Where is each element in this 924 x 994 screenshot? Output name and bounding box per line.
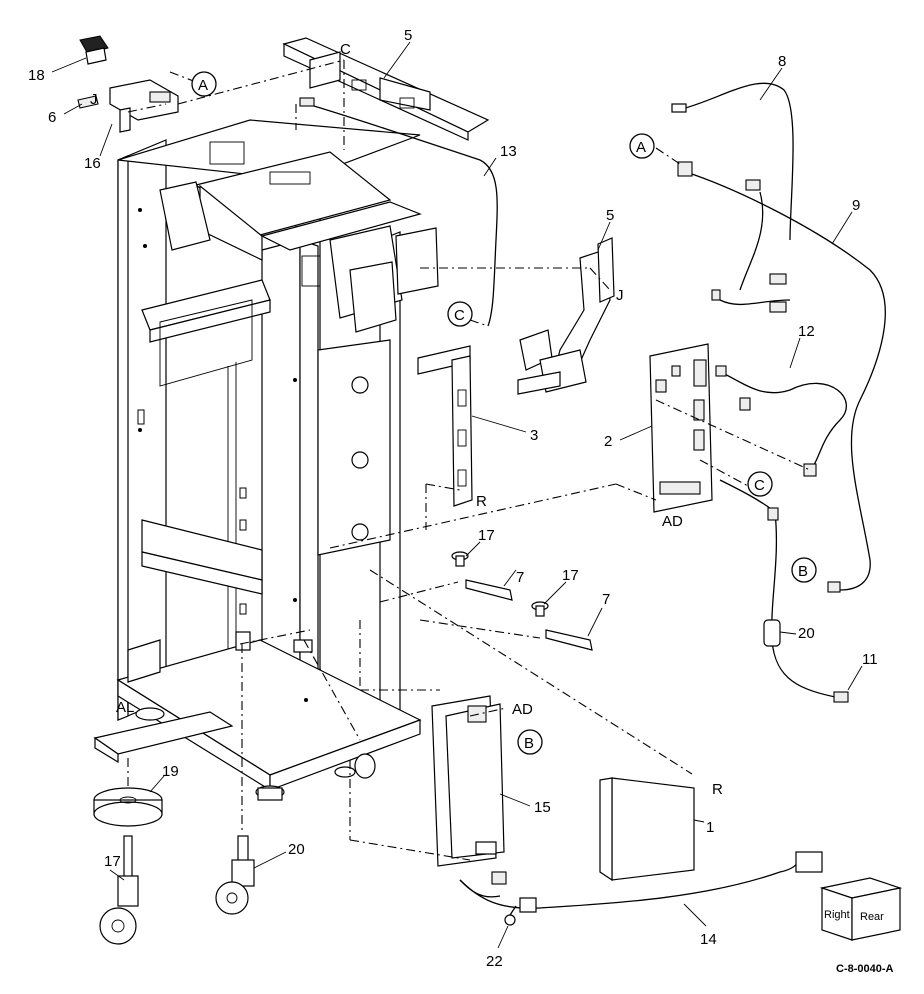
part-5-harness-guide bbox=[517, 237, 615, 395]
part-15-bracket bbox=[109, 79, 179, 133]
callout-labels: 18 6 16 5 8 13 5 9 12 3 2 17 7 17 7 20 1… bbox=[28, 27, 878, 970]
callout-19: 18 bbox=[28, 67, 45, 84]
orientation-cube: Right Rear bbox=[819, 877, 903, 941]
circle-b-2 bbox=[791, 557, 817, 583]
harness-8 bbox=[671, 82, 794, 241]
letter-j-1: J bbox=[90, 91, 98, 108]
circle-c-2 bbox=[747, 471, 773, 497]
letter-ad-1: AD bbox=[662, 513, 683, 530]
letter-al: AL bbox=[116, 699, 134, 716]
leader-lines bbox=[51, 41, 863, 949]
part-1-cover bbox=[599, 777, 695, 882]
finisher-frame bbox=[93, 119, 439, 801]
callout-3: 3 bbox=[530, 427, 538, 444]
letter-j-2: J bbox=[616, 287, 624, 304]
part-7-sensor-b bbox=[545, 629, 593, 651]
part-18-leveler bbox=[93, 787, 163, 827]
part-4-upper-bracket bbox=[282, 37, 490, 141]
callout-17a: 17 bbox=[478, 527, 495, 544]
part-3-bracket bbox=[417, 345, 473, 507]
callout-1: 1 bbox=[706, 819, 714, 836]
callout-15: 16 bbox=[84, 155, 101, 172]
connection-labels: A A B B C C C J J R R AD AD AL bbox=[90, 41, 817, 798]
circle-a-2 bbox=[629, 133, 655, 159]
letter-b-2: B bbox=[798, 563, 808, 580]
callout-13: 14 bbox=[700, 931, 717, 948]
letter-c-3: C bbox=[340, 41, 351, 58]
part-22-screw bbox=[504, 905, 517, 926]
letter-c-2: C bbox=[754, 477, 765, 494]
harness-13 bbox=[459, 851, 823, 913]
callout-9: 9 bbox=[852, 197, 860, 214]
callout-12: 13 bbox=[500, 143, 517, 160]
callout-22: 22 bbox=[486, 953, 503, 970]
part-17-screw-b bbox=[531, 601, 549, 617]
callout-7a: 7 bbox=[516, 569, 524, 586]
connection-lines bbox=[127, 59, 811, 861]
callout-11: 12 bbox=[798, 323, 815, 340]
harness-9 bbox=[677, 161, 886, 593]
harness-12 bbox=[299, 97, 498, 327]
harness-11 bbox=[715, 365, 847, 477]
drawing-code: C-8-0040-A bbox=[836, 963, 894, 975]
callout-4: 5 bbox=[404, 27, 412, 44]
part-14-power-supply bbox=[431, 695, 505, 867]
letter-c-1: C bbox=[454, 307, 465, 324]
callout-14: 15 bbox=[534, 799, 551, 816]
part-7-sensor-a bbox=[465, 579, 513, 601]
callout-7b: 7 bbox=[602, 591, 610, 608]
circle-c-1 bbox=[447, 301, 473, 327]
part-21-ferrite-core bbox=[763, 619, 781, 647]
callout-20: 20 bbox=[288, 841, 305, 858]
callout-8: 8 bbox=[778, 53, 786, 70]
callout-18: 19 bbox=[162, 763, 179, 780]
part-19-switch bbox=[79, 35, 109, 65]
cube-label-rear: Rear bbox=[860, 911, 884, 923]
letter-r-1: R bbox=[476, 493, 487, 510]
part-17-screw-a bbox=[451, 551, 469, 567]
circle-a-1 bbox=[191, 71, 217, 97]
cube-label-right: Right bbox=[824, 909, 850, 921]
circle-b-1 bbox=[517, 729, 543, 755]
callout-10: 11 bbox=[862, 651, 878, 668]
callout-6: 6 bbox=[48, 109, 56, 126]
callout-17b: 17 bbox=[562, 567, 579, 584]
part-16-caster bbox=[99, 835, 139, 945]
callout-21: 20 bbox=[798, 625, 815, 642]
callout-5: 5 bbox=[606, 207, 614, 224]
letter-b-1: B bbox=[524, 735, 534, 752]
letter-ad-2: AD bbox=[512, 701, 533, 718]
letter-r-2: R bbox=[712, 781, 723, 798]
letter-a-1: A bbox=[198, 77, 208, 94]
part-2-circuit-board bbox=[649, 343, 713, 513]
letter-a-2: A bbox=[636, 139, 646, 156]
harness-10 bbox=[719, 479, 849, 703]
callout-2: 2 bbox=[604, 433, 612, 450]
callout-16: 17 bbox=[104, 853, 121, 870]
part-20-caster bbox=[215, 835, 255, 915]
